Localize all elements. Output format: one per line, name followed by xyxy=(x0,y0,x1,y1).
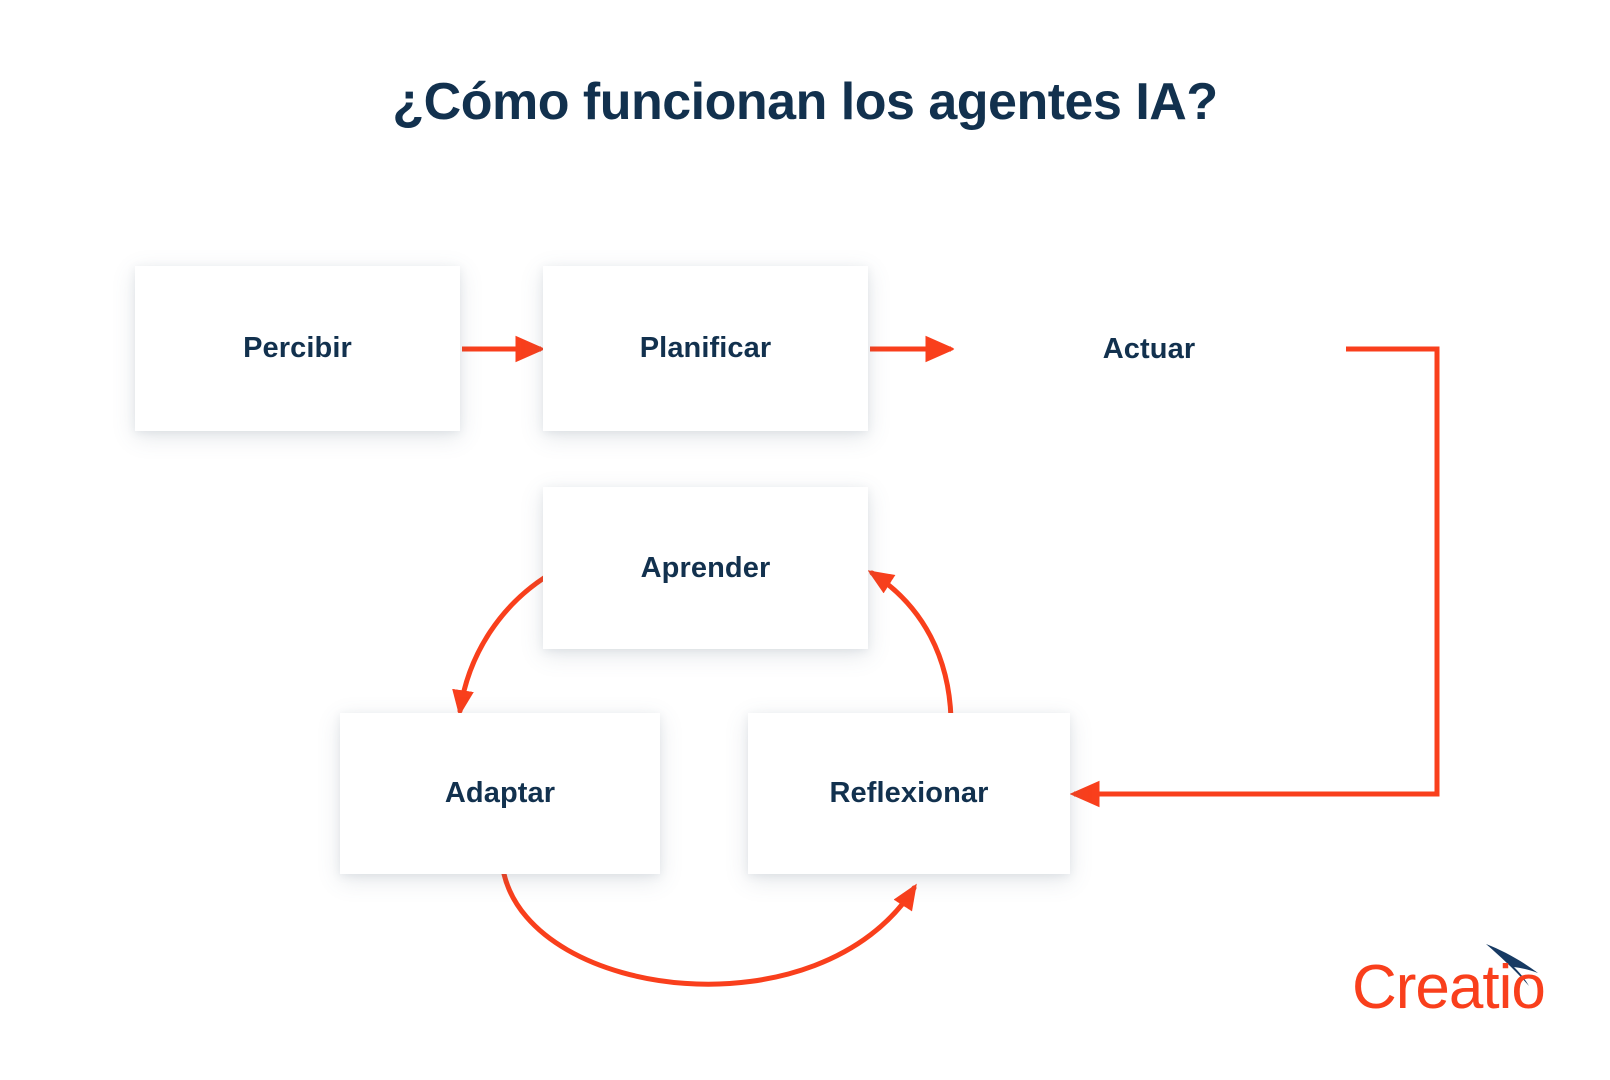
edge-reflexionar-to-aprender xyxy=(867,570,954,721)
node-adaptar[interactable]: Adaptar xyxy=(340,713,660,874)
page-title: ¿Cómo funcionan los agentes IA? xyxy=(392,73,1218,131)
creatio-logo: Creatio xyxy=(1352,944,1546,1016)
node-reflexionar[interactable]: Reflexionar xyxy=(748,713,1070,874)
node-aprender-label: Aprender xyxy=(640,551,771,584)
node-aprender[interactable]: Aprender xyxy=(543,487,868,649)
node-planificar-label: Planificar xyxy=(639,332,772,364)
creatio-wordmark: Creatio xyxy=(1352,953,1545,1016)
node-actuar-label: Actuar xyxy=(1102,332,1196,365)
node-adaptar-label: Adaptar xyxy=(444,777,556,809)
node-percibir[interactable]: Percibir xyxy=(135,266,460,431)
node-reflexionar-label: Reflexionar xyxy=(829,777,989,809)
node-actuar[interactable]: Actuar xyxy=(953,251,1345,447)
edge-adaptar-to-reflexionar xyxy=(501,871,917,987)
swoosh-arrow-icon xyxy=(1486,944,1538,986)
node-planificar[interactable]: Planificar xyxy=(543,266,868,431)
node-percibir-label: Percibir xyxy=(243,332,352,364)
